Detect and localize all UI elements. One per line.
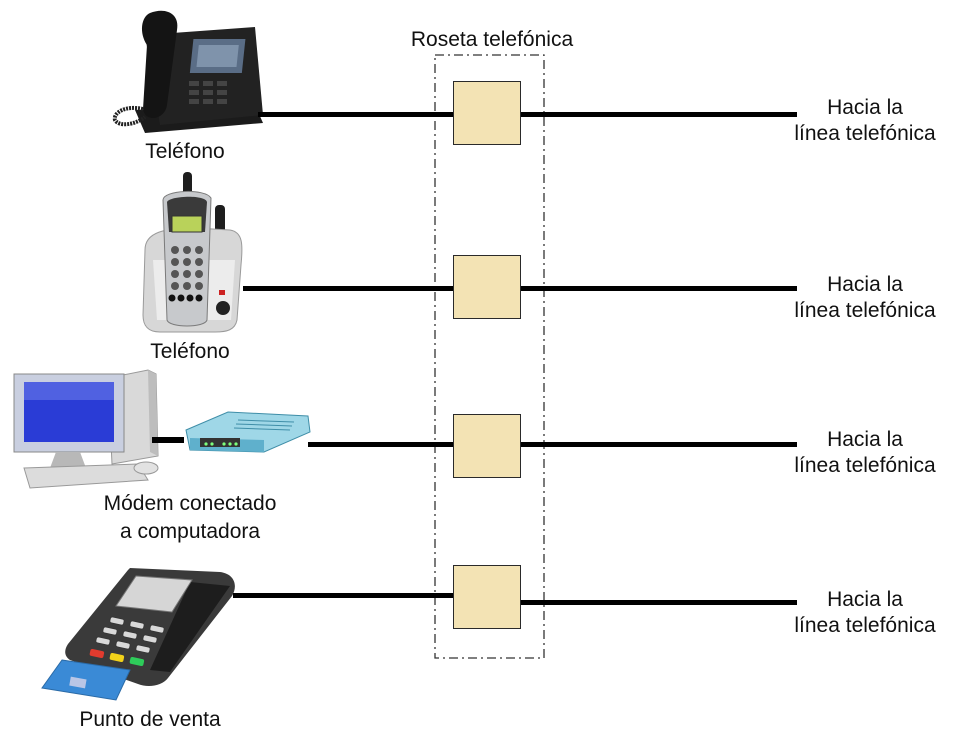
wire-socket-to-line — [521, 600, 797, 605]
phone-socket — [453, 414, 521, 478]
computer-modem-icon — [13, 369, 311, 489]
wire-device-to-socket — [258, 112, 453, 117]
line-destination-label: Hacia la línea telefónica — [780, 272, 950, 324]
destination-line2: línea telefónica — [794, 299, 936, 322]
wire-socket-to-line — [521, 286, 797, 291]
line-destination-label: Hacia la línea telefónica — [780, 427, 950, 479]
wire-device-to-socket — [308, 442, 453, 447]
desk-phone-icon — [112, 10, 263, 133]
device-label: Teléfono — [145, 140, 225, 163]
destination-line1: Hacia la — [827, 96, 903, 119]
wire-socket-to-line — [521, 442, 797, 447]
destination-line1: Hacia la — [827, 273, 903, 296]
device-label: Punto de venta — [79, 708, 221, 731]
device-label: Módem conectado a computadora — [60, 490, 320, 546]
device-label: Teléfono — [150, 340, 230, 363]
device-label-line2: a computadora — [119, 520, 261, 543]
line-destination-label: Hacia la línea telefónica — [780, 587, 950, 639]
destination-line1: Hacia la — [827, 588, 903, 611]
destination-line2: línea telefónica — [794, 454, 936, 477]
destination-line2: línea telefónica — [794, 122, 936, 145]
socket-group-title: Roseta telefónica — [410, 28, 574, 51]
socket-enclosure — [434, 54, 545, 659]
device-label-line1: Módem conectado — [103, 492, 277, 515]
wire-device-to-socket — [233, 593, 453, 598]
phone-socket — [453, 565, 521, 629]
cordless-phone-icon — [142, 172, 243, 333]
destination-line2: línea telefónica — [794, 614, 936, 637]
line-destination-label: Hacia la línea telefónica — [780, 95, 950, 147]
phone-socket — [453, 81, 521, 145]
phone-socket — [453, 255, 521, 319]
wire-socket-to-line — [521, 112, 797, 117]
pos-terminal-icon — [41, 568, 235, 701]
wire-device-to-socket — [243, 286, 453, 291]
destination-line1: Hacia la — [827, 428, 903, 451]
